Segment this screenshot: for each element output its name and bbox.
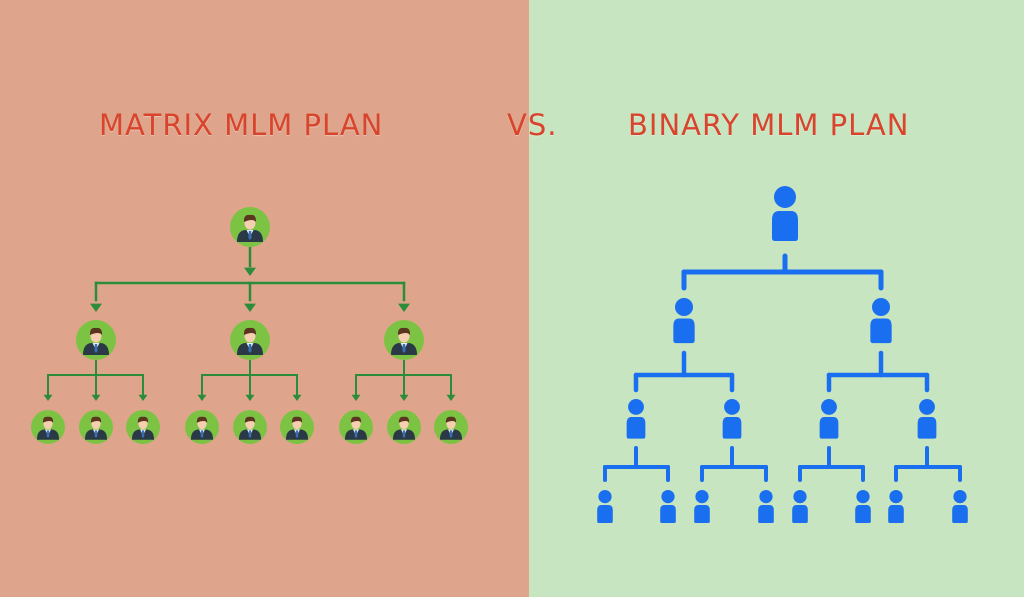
person-icon [888,490,904,523]
person-icon [694,490,710,523]
businessman-avatar-icon [79,410,113,444]
person-icon [660,490,676,523]
businessman-avatar-icon [76,320,116,360]
businessman-avatar-icon [339,410,373,444]
binary-nodes [597,186,968,523]
person-icon [855,490,871,523]
person-icon [819,399,839,439]
binary-title: BINARY MLM PLAN [628,108,910,142]
businessman-avatar-icon [31,410,65,444]
businessman-avatar-icon [230,320,270,360]
person-icon [626,399,646,439]
businessman-avatar-icon [126,410,160,444]
person-icon [772,186,798,241]
vs-label: VS. [507,108,558,142]
person-icon [952,490,968,523]
matrix-title: MATRIX MLM PLAN [99,108,384,142]
businessman-avatar-icon [230,207,270,247]
businessman-avatar-icon [233,410,267,444]
person-icon [870,298,892,344]
businessman-avatar-icon [280,410,314,444]
matrix-nodes [31,207,468,444]
binary-connectors [603,253,962,482]
person-icon [917,399,937,439]
person-icon [758,490,774,523]
businessman-avatar-icon [387,410,421,444]
businessman-avatar-icon [185,410,219,444]
matrix-connectors [43,246,456,401]
businessman-avatar-icon [434,410,468,444]
person-icon [792,490,808,523]
person-icon [597,490,613,523]
matrix-panel [0,0,529,597]
person-icon [673,298,695,344]
person-icon [722,399,742,439]
businessman-avatar-icon [384,320,424,360]
